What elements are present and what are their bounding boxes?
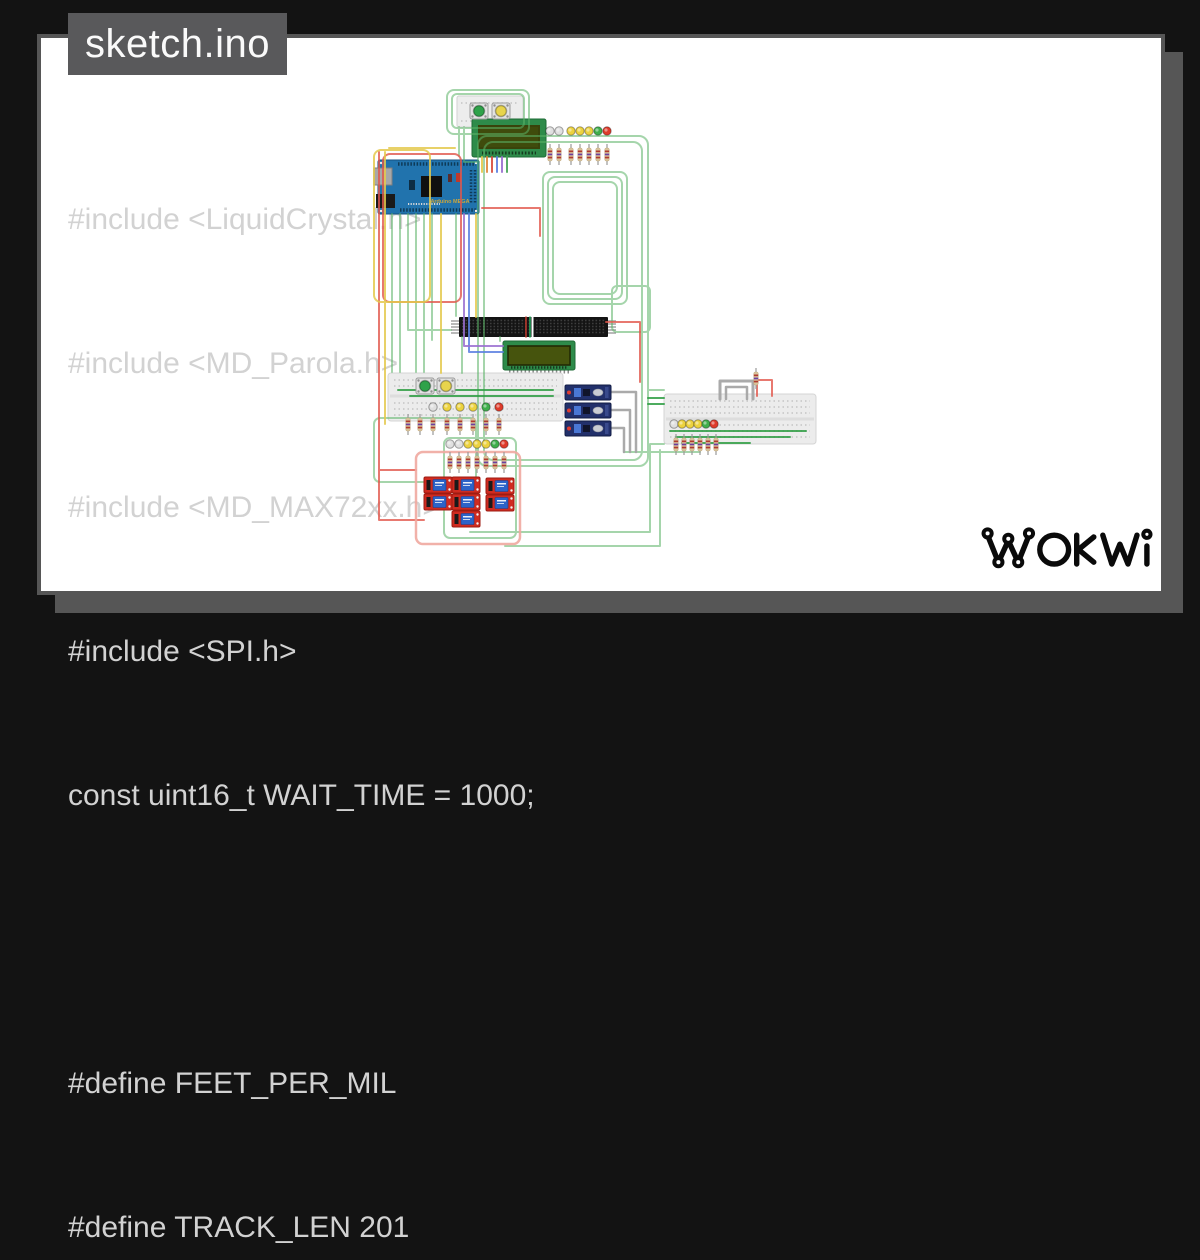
og-preview-image: { "page": { "background_color": "#131313… bbox=[37, 13, 1165, 1244]
file-tab-label: sketch.ino bbox=[84, 21, 271, 66]
code-line bbox=[68, 916, 535, 964]
code-line: #include <MD_MAX72xx.h> bbox=[68, 491, 440, 524]
code-line: const uint16_t WAIT_TIME = 1000; bbox=[68, 779, 535, 812]
wokwi-logo: WOKWI bbox=[975, 514, 1155, 583]
code-line: #include <MD_Parola.h> bbox=[68, 347, 399, 380]
code-line: #define TRACK_LEN 201 bbox=[68, 1211, 410, 1244]
code-line: #include <SPI.h> bbox=[68, 635, 297, 668]
code-line: #include <LiquidCrystal.h> bbox=[68, 203, 422, 236]
wokwi-logo-graphic bbox=[981, 527, 1153, 569]
file-tab: sketch.ino bbox=[68, 13, 287, 75]
code-line: #define FEET_PER_MIL bbox=[68, 1067, 397, 1100]
code-block: #include <LiquidCrystal.h> #include <MD_… bbox=[68, 100, 535, 1260]
